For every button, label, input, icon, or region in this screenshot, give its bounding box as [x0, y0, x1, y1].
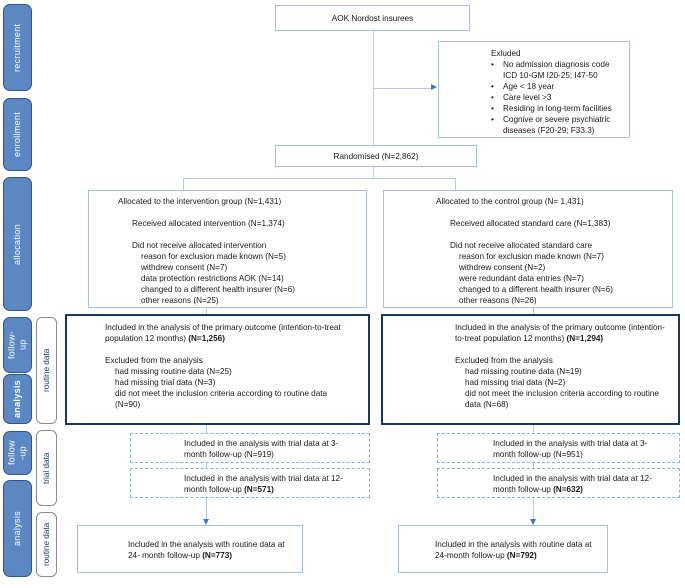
stage-enrollment: enrollment — [3, 98, 32, 171]
reason-item: were redundant data entries (N=7) — [459, 274, 584, 283]
excluded-analysis-title: Excluded from the analysis — [455, 356, 553, 365]
excluded-analysis-item: had missing trial data (N=3) — [115, 378, 216, 387]
excluded-analysis-item: did not meet the inclusion criteria acco… — [115, 389, 328, 409]
not-received-intervention-line: Did not receive allocated intervention — [132, 241, 267, 250]
trial-3month-right-box: Included in the analysis with trial data… — [437, 433, 680, 463]
stage-analysis-2: analysis — [3, 480, 32, 577]
reason-item: changed to a different health insurer (N… — [459, 285, 613, 294]
connector-line — [183, 178, 184, 190]
tag-trial-data: trial data — [36, 430, 57, 506]
connector-line — [206, 425, 207, 433]
connector-line — [533, 463, 534, 468]
intervention-allocation-box: Allocated to the intervention group (N=1… — [88, 190, 367, 308]
allocated-intervention-line: Allocated to the intervention group (N=1… — [118, 197, 282, 206]
connector-line — [373, 167, 374, 179]
stage-analysis-1: analysis — [3, 374, 32, 424]
connector-line — [533, 425, 534, 433]
reason-item: changed to a different health insurer (N… — [141, 285, 295, 294]
excluded-analysis-item: had missing routine data (N=19) — [465, 367, 582, 376]
intervention-primary-analysis-box: Included in the analysis of the primary … — [65, 314, 370, 425]
connector-line — [533, 308, 534, 314]
stage-recruitment: recruitment — [3, 4, 32, 91]
excluded-analysis-item: had missing routine data (N=25) — [115, 367, 232, 376]
excluded-title: Exluded — [491, 49, 521, 58]
n-included-value: (N=1,294) — [566, 334, 604, 343]
connector-line — [373, 88, 432, 89]
arrow-down-icon — [530, 519, 536, 525]
excluded-analysis-title: Excluded from the analysis — [105, 356, 203, 365]
tag-routine-data-2: routine data — [36, 512, 57, 577]
control-primary-analysis-box: Included in the analysis of the primary … — [381, 314, 680, 425]
n-value: (N=792) — [506, 551, 537, 560]
control-allocation-box: Allocated to the control group (N= 1,431… — [383, 190, 673, 308]
connector-line — [183, 178, 455, 179]
reason-item: data protection restrictions AOK (N=14) — [141, 274, 284, 283]
bullet-icon: • — [491, 115, 494, 124]
received-standard-care-line: Received allocated standard care (N=1,38… — [450, 219, 611, 228]
not-received-standard-care-line: Did not receive allocated standard care — [450, 241, 592, 250]
tag-routine-data-1: routine data — [36, 317, 57, 424]
arrow-down-icon — [203, 519, 209, 525]
included-primary-outcome-line: Included in the analysis of the primary … — [105, 323, 341, 343]
bullet-icon: • — [491, 93, 494, 102]
connector-line — [206, 308, 207, 314]
stage-follow-up-2: follow -up — [3, 431, 32, 475]
bullet-icon: • — [491, 104, 494, 113]
arrow-right-icon — [431, 84, 437, 90]
excluded-item: • Cognive or severe psychiatric diseases… — [491, 115, 611, 135]
aok-insurees-box: AOK Nordost insurees — [275, 5, 470, 31]
reason-item: other reasons (N=25) — [141, 296, 219, 305]
routine-24month-right-box: Included in the analysis with routine da… — [398, 525, 608, 573]
n-included-value: (N=1,256) — [188, 334, 225, 343]
bullet-icon: • — [491, 82, 494, 91]
reason-item: reason for exclusion made known (N=7) — [459, 252, 604, 261]
included-primary-outcome-line: Included in the analysis of the primary … — [455, 323, 665, 343]
reason-item: other reasons (N=26) — [459, 296, 537, 305]
n-value: (N=773) — [202, 551, 232, 560]
excluded-item: • Care level >3 — [491, 93, 552, 102]
connector-line — [533, 498, 534, 519]
n-value: (N=632) — [553, 485, 583, 494]
reason-item: withdrew consent (N=2) — [459, 263, 546, 272]
excluded-box: Exluded • No admission diagnosis code IC… — [438, 41, 630, 138]
randomised-box: Randomised (N=2,862) — [275, 145, 477, 167]
trial-12month-left-box: Included in the analysis with trial data… — [130, 468, 370, 498]
bullet-icon: • — [491, 60, 494, 69]
randomised-label: Randomised (N=2,862) — [333, 151, 419, 161]
excluded-item: • Residing in long-term facilities — [491, 104, 612, 113]
reason-item: withdrew consent (N=7) — [141, 263, 228, 272]
reason-item: reason for exclusion made known (N=5) — [141, 252, 286, 261]
allocated-control-line: Allocated to the control group (N= 1,431… — [436, 197, 584, 206]
excluded-item: • Age < 18 year — [491, 82, 555, 91]
stage-follow-up-1: follow- up — [3, 317, 32, 373]
received-intervention-line: Received allocated intervention (N=1,374… — [132, 219, 285, 228]
connector-line — [455, 178, 456, 190]
trial-12month-right-box: Included in the analysis with trial data… — [437, 468, 680, 498]
connector-line — [206, 463, 207, 468]
excluded-analysis-item: had missing trial data (N=2) — [465, 378, 566, 387]
connector-line — [206, 498, 207, 519]
excluded-analysis-item: did not meet the inclusion criteria acco… — [465, 389, 659, 409]
routine-24month-left-box: Included in the analysis with routine da… — [77, 525, 303, 573]
n-value: (N=571) — [244, 485, 274, 494]
stage-allocation: allocation — [3, 177, 32, 311]
trial-3month-left-box: Included in the analysis with trial data… — [130, 433, 370, 463]
aok-insurees-label: AOK Nordost insurees — [331, 13, 414, 23]
excluded-item: • No admission diagnosis code ICD 10-GM … — [491, 60, 610, 80]
